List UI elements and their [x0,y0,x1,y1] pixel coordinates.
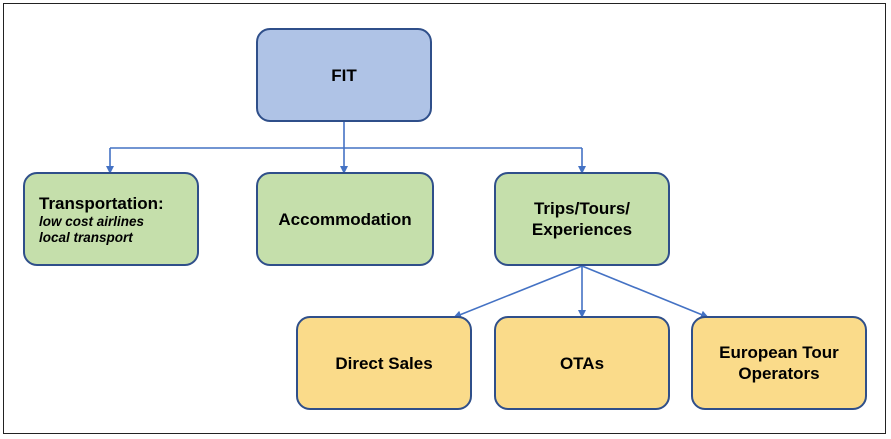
node-direct-sales-label: Direct Sales [335,353,433,373]
connector-to-european-tour-operators [581,265,709,319]
node-transportation: Transportation: low cost airlines local … [23,172,199,266]
node-trips-line-1: Trips/Tours/ [533,199,631,218]
node-trips-tours-experiences: Trips/Tours/ Experiences [494,172,670,266]
node-eto-line-2: Operators [738,364,820,383]
node-fit-label: FIT [331,65,357,85]
node-accommodation: Accommodation [256,172,434,266]
node-otas: OTAs [494,316,670,410]
node-transportation-line-2: local transport [39,229,133,245]
node-accommodation-label: Accommodation [278,209,412,229]
node-direct-sales: Direct Sales [296,316,472,410]
connector-to-direct-sales [453,265,583,319]
node-european-tour-operators: European Tour Operators [691,316,867,410]
node-eto-line-1: European Tour [719,343,839,362]
node-trips-line-2: Experiences [531,220,633,239]
diagram-frame [3,3,886,434]
node-transportation-line-1: low cost airlines [39,213,145,229]
node-transportation-title: Transportation: [39,193,164,213]
node-otas-label: OTAs [559,353,605,373]
node-fit: FIT [256,28,432,122]
